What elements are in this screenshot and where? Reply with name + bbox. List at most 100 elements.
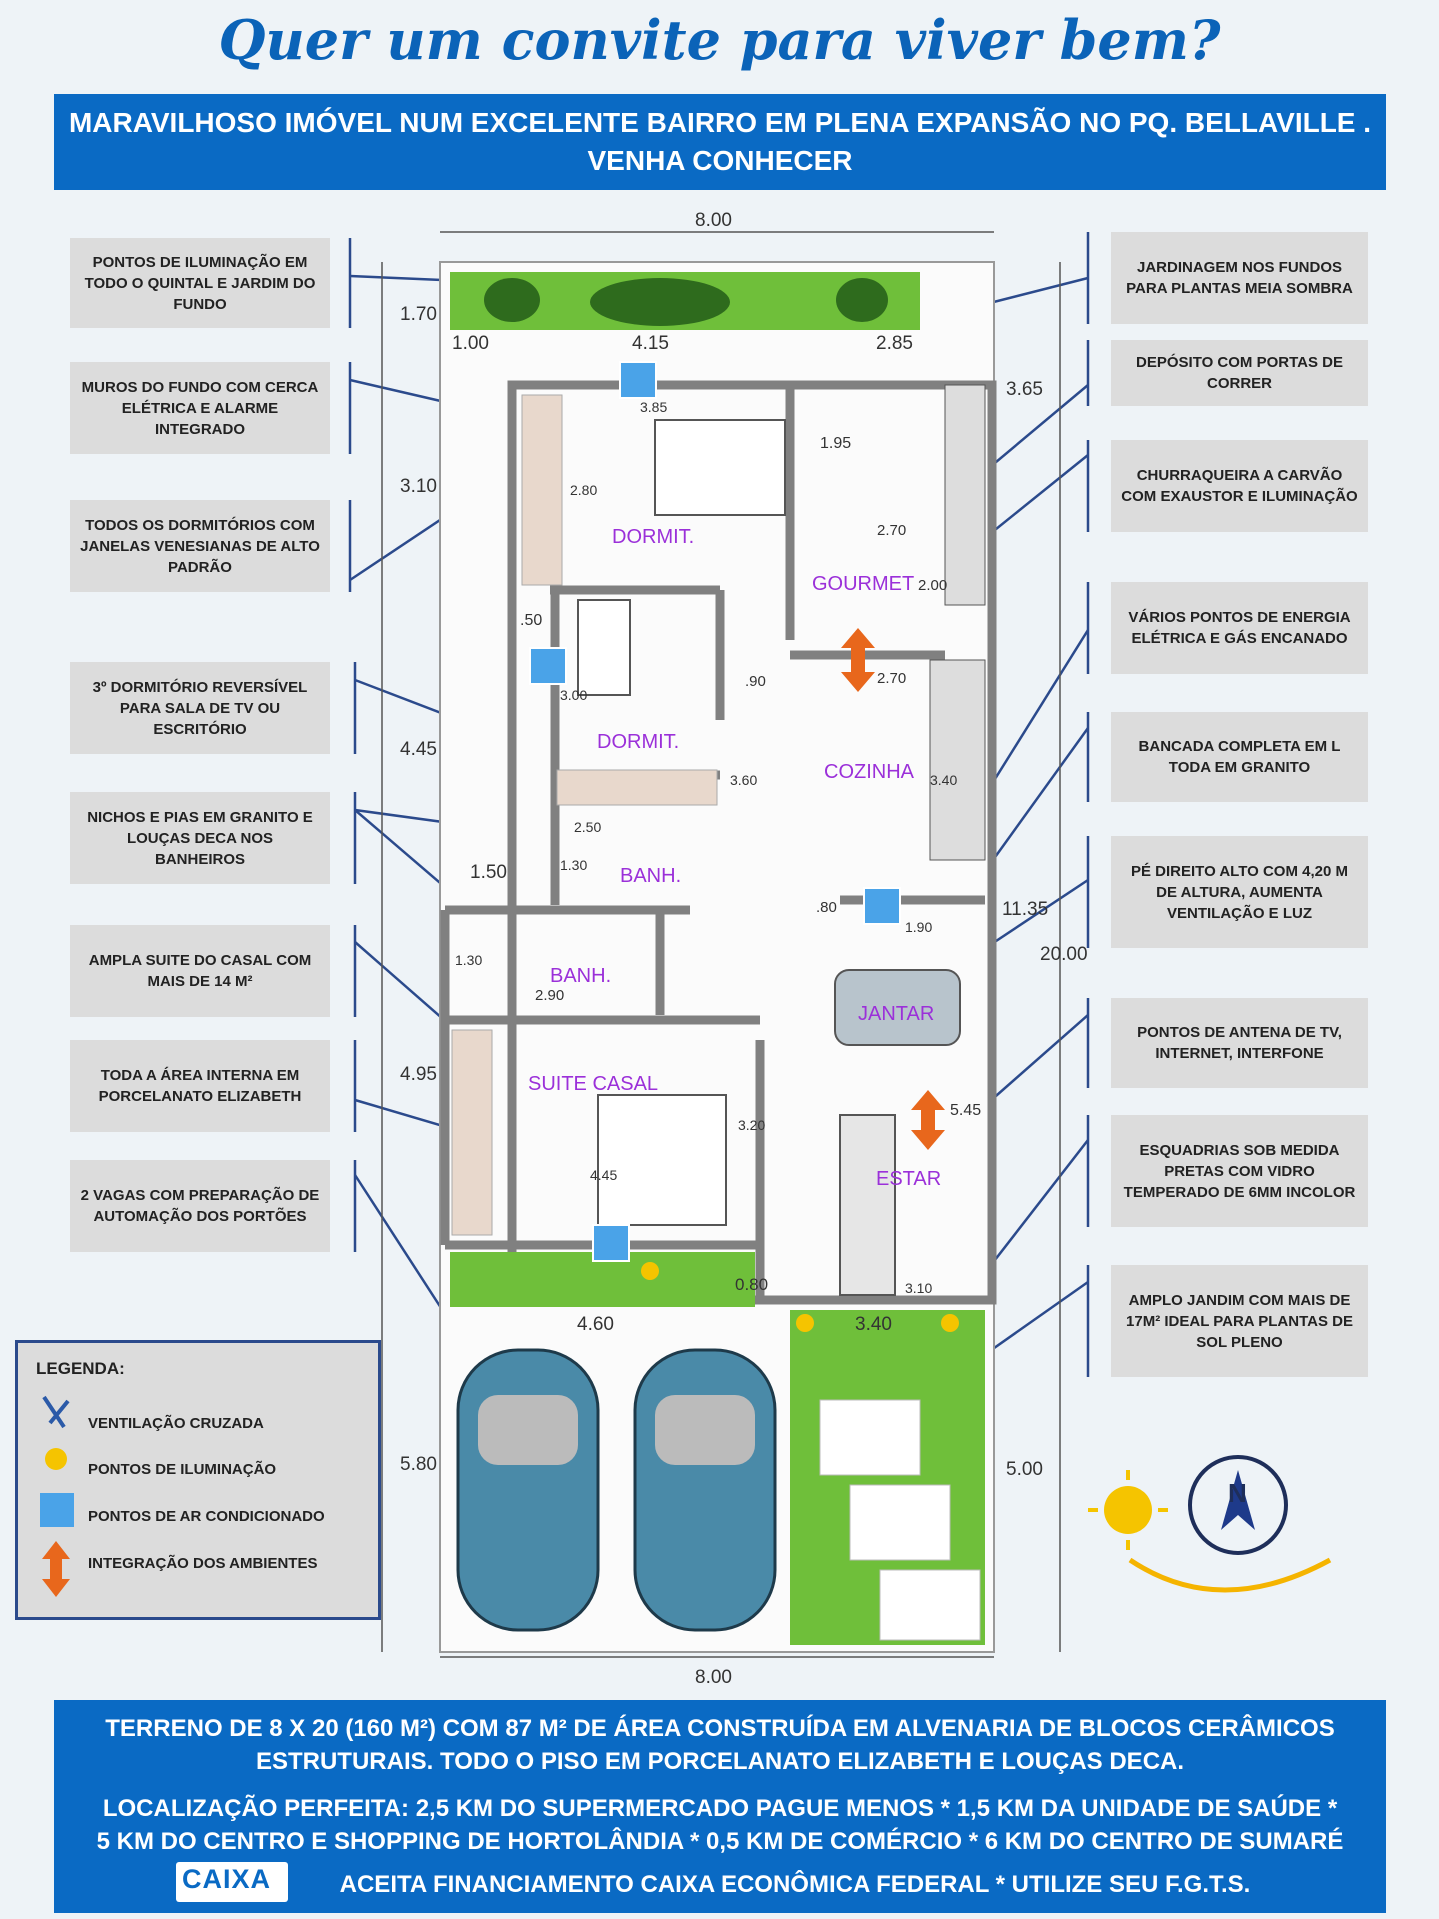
callout-left-4: 3º DORMITÓRIO REVERSÍVEL PARA SALA DE TV…	[70, 662, 330, 754]
closet-1	[521, 394, 563, 586]
caixa-logo: CAIXA	[176, 1862, 288, 1902]
legend-item-ac: PONTOS DE AR CONDICIONADO	[88, 1508, 325, 1525]
legend-item-integration: INTEGRAÇÃO DOS AMBIENTES	[88, 1555, 318, 1572]
room-banh-2: BANH.	[550, 965, 611, 987]
legend-item-lighting: PONTOS DE ILUMINAÇÃO	[88, 1461, 277, 1478]
caixa-logo-text: CAIXA	[182, 1864, 272, 1894]
cross-ventilation-icon	[42, 1395, 70, 1429]
ac-points	[529, 361, 901, 1262]
dim-3-20: 3.20	[738, 1117, 765, 1133]
legend-box: LEGENDA: VENTILAÇÃO CRUZADA PONTOS DE IL…	[15, 1340, 381, 1620]
dim-1-50: 1.50	[470, 862, 507, 883]
car-2	[633, 1348, 777, 1632]
callout-left-1: PONTOS DE ILUMINAÇÃO EM TODO O QUINTAL E…	[70, 238, 330, 328]
dim-2-70b: 2.70	[877, 670, 906, 687]
dim-1-70: 1.70	[400, 304, 437, 325]
room-jantar: JANTAR	[858, 1003, 934, 1025]
dim-4-45b: 4.45	[590, 1167, 617, 1183]
callout-left-7: TODA A ÁREA INTERNA EM PORCELANATO ELIZA…	[70, 1040, 330, 1132]
dim-90: .90	[745, 673, 766, 690]
gourmet-counter	[944, 384, 986, 606]
kitchen-counter	[929, 659, 986, 861]
room-dormit-1: DORMIT.	[612, 526, 694, 548]
dim-2-85: 2.85	[876, 333, 913, 354]
callout-right-1: JARDINAGEM NOS FUNDOS PARA PLANTAS MEIA …	[1111, 232, 1368, 324]
callout-right-5: BANCADA COMPLETA EM L TODA EM GRANITO	[1111, 712, 1368, 802]
top-banner-line1: MARAVILHOSO IMÓVEL NUM EXCELENTE BAIRRO …	[68, 107, 1372, 138]
sun-icon	[1088, 1470, 1168, 1550]
dim-50: .50	[520, 612, 542, 629]
top-banner: MARAVILHOSO IMÓVEL NUM EXCELENTE BAIRRO …	[54, 94, 1386, 190]
bed-dormit-1	[654, 419, 786, 516]
lighting-points	[641, 1262, 959, 1332]
dim-bottom-width: 8.00	[695, 1667, 732, 1688]
closet-2	[556, 769, 718, 806]
page-title: Quer um convite para viver bem?	[218, 8, 1221, 72]
compass-north-label: N	[1228, 1478, 1247, 1508]
callout-left-6: AMPLA SUITE DO CASAL COM MAIS DE 14 M²	[70, 925, 330, 1017]
integration-arrows	[841, 628, 945, 1150]
dim-3-65: 3.65	[1006, 379, 1043, 400]
room-banh-1: BANH.	[620, 865, 681, 887]
callout-right-4: VÁRIOS PONTOS DE ENERGIA ELÉTRICA E GÁS …	[1111, 582, 1368, 674]
bed-dormit-2	[577, 599, 631, 696]
sun-path-arrow	[1128, 1557, 1332, 1593]
integration-arrow-icon	[42, 1541, 70, 1597]
legend-title: LEGENDA:	[36, 1359, 125, 1378]
dim-5-00: 5.00	[1006, 1459, 1043, 1480]
callout-right-3: CHURRAQUEIRA A CARVÃO COM EXAUSTOR E ILU…	[1111, 440, 1368, 532]
footer-line1: TERRENO DE 8 X 20 (160 M²) COM 87 M² DE …	[105, 1715, 1335, 1742]
bed-suite	[597, 1094, 727, 1226]
dim-4-45: 4.45	[400, 739, 437, 760]
room-suite-casal: SUITE CASAL	[528, 1073, 658, 1095]
dim-3-40: 3.40	[930, 772, 957, 788]
top-banner-line2: VENHA CONHECER	[587, 145, 853, 176]
dim-11-35: 11.35	[1002, 899, 1048, 920]
dim-3-10-left: 3.10	[400, 476, 437, 497]
callout-right-7: PONTOS DE ANTENA DE TV, INTERNET, INTERF…	[1111, 998, 1368, 1088]
dim-3-00: 3.00	[560, 687, 587, 703]
light-point-icon	[45, 1448, 67, 1470]
callout-left-2: MUROS DO FUNDO COM CERCA ELÉTRICA E ALAR…	[70, 362, 330, 454]
footer-line4: 5 KM DO CENTRO E SHOPPING DE HORTOLÂNDIA…	[96, 1828, 1344, 1855]
dim-1-30b: 1.30	[455, 952, 482, 968]
callout-left-5: NICHOS E PIAS EM GRANITO E LOUÇAS DECA N…	[70, 792, 330, 884]
compass-icon: N	[1188, 1455, 1288, 1555]
dim-2-80: 2.80	[570, 482, 597, 498]
dim-0-80: 0.80	[735, 1275, 768, 1294]
callout-right-2: DEPÓSITO COM PORTAS DE CORRER	[1111, 340, 1368, 406]
closet-3	[451, 1029, 493, 1236]
callout-left-3: TODOS OS DORMITÓRIOS COM JANELAS VENESIA…	[70, 500, 330, 592]
dining-table	[834, 969, 961, 1046]
callout-right-9: AMPLO JANDIM COM MAIS DE 17M² IDEAL PARA…	[1111, 1265, 1368, 1377]
callout-left-8: 2 VAGAS COM PREPARAÇÃO DE AUTOMAÇÃO DOS …	[70, 1160, 330, 1252]
dim-4-60: 4.60	[577, 1314, 614, 1335]
callout-right-8: ESQUADRIAS SOB MEDIDA PRETAS COM VIDRO T…	[1111, 1115, 1368, 1227]
dim-4-15: 4.15	[632, 333, 669, 354]
dim-1-00: 1.00	[452, 333, 489, 354]
dim-1-90: 1.90	[905, 919, 932, 935]
dim-20-00: 20.00	[1040, 944, 1088, 965]
dim-3-10b: 3.10	[905, 1280, 932, 1296]
dimension-lines	[381, 231, 1061, 1658]
room-dormit-2: DORMIT.	[597, 731, 679, 753]
dim-2-70a: 2.70	[877, 522, 906, 539]
room-cozinha: COZINHA	[824, 761, 915, 783]
dim-3-85: 3.85	[640, 399, 667, 415]
room-gourmet: GOURMET	[812, 573, 914, 595]
dim-2-50: 2.50	[574, 819, 601, 835]
sofa	[839, 1114, 896, 1296]
dim-2-90: 2.90	[535, 987, 564, 1004]
footer-line2: ESTRUTURAIS. TODO O PISO EM PORCELANATO …	[255, 1748, 1185, 1775]
dim-3-60: 3.60	[730, 772, 757, 788]
dim-1-95: 1.95	[820, 435, 851, 452]
room-estar: ESTAR	[876, 1168, 941, 1190]
legend-icons	[40, 1395, 74, 1597]
dim-5-45: 5.45	[950, 1102, 981, 1119]
footer-line5: ACEITA FINANCIAMENTO CAIXA ECONÔMICA FED…	[339, 1871, 1251, 1898]
dim-5-80: 5.80	[400, 1454, 437, 1475]
dim-3-40b: 3.40	[855, 1314, 892, 1335]
car-1	[456, 1348, 600, 1632]
footer-line3: LOCALIZAÇÃO PERFEITA: 2,5 KM DO SUPERMER…	[102, 1795, 1338, 1822]
